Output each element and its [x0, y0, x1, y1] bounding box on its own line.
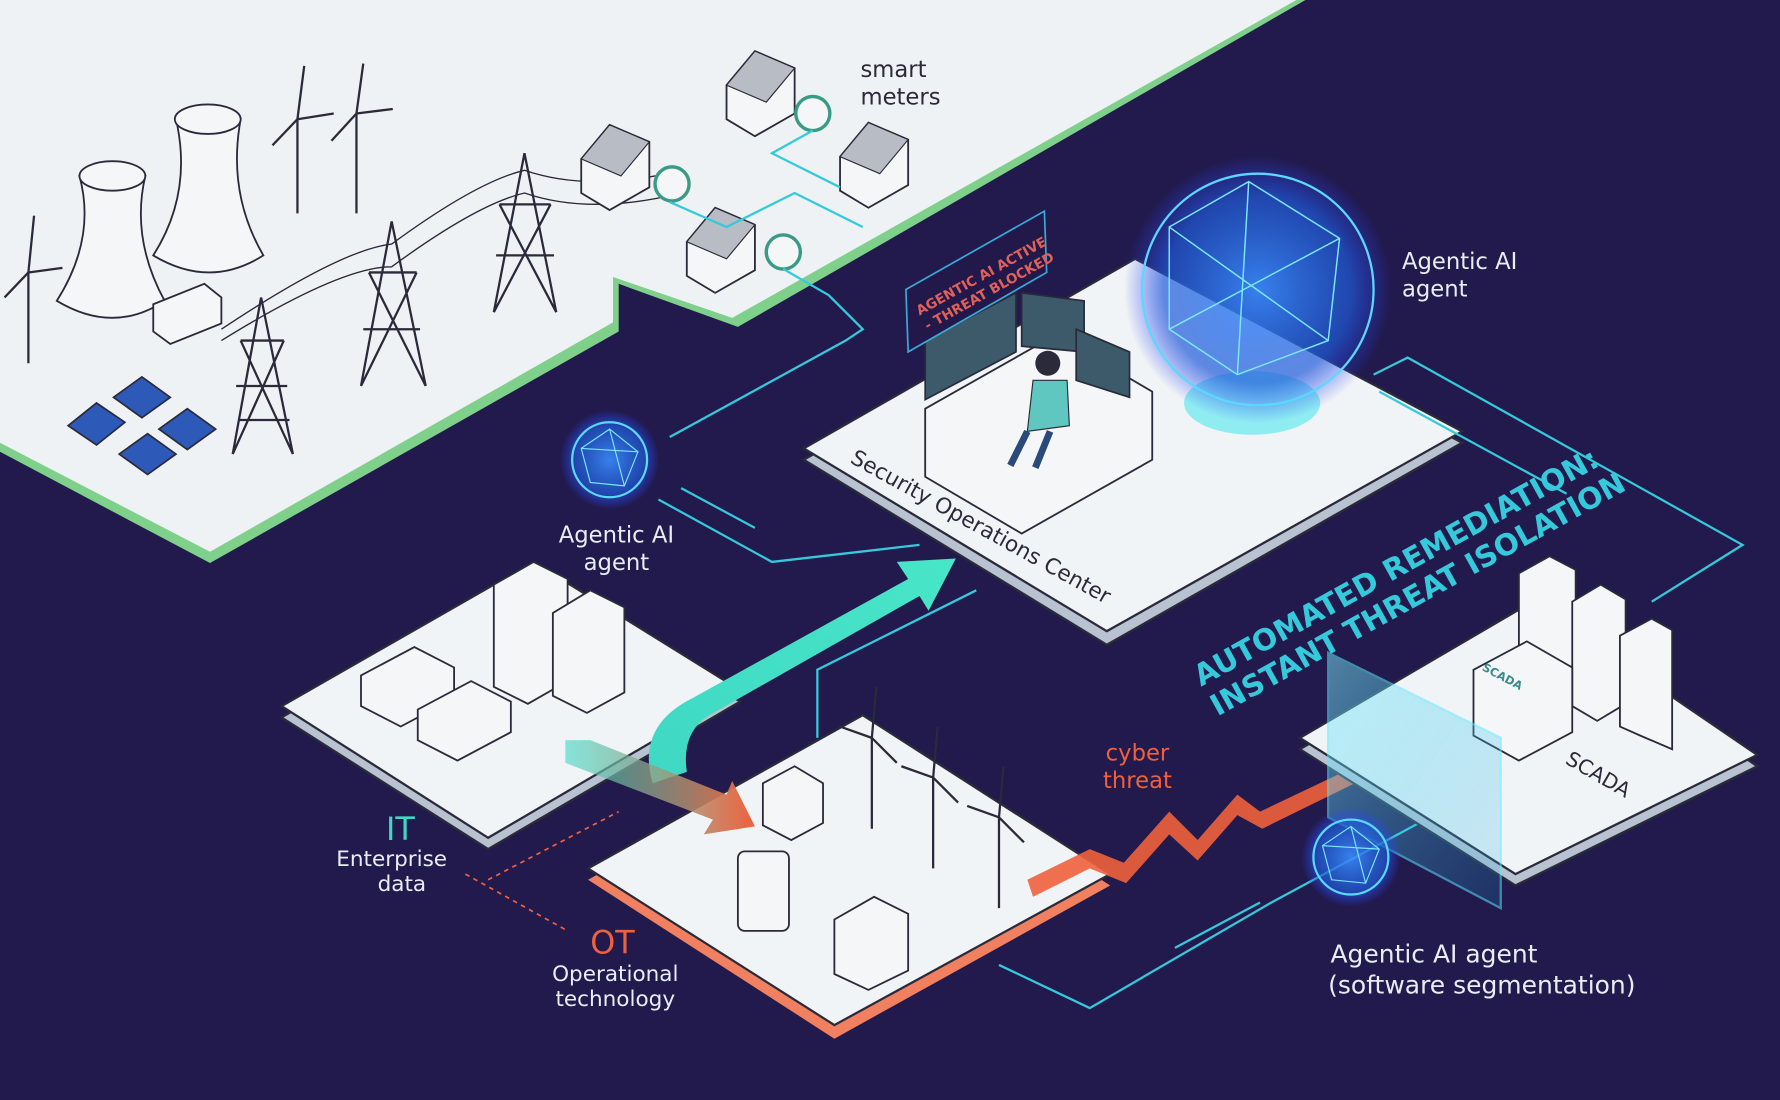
agent-segmentation-label: Agentic AI agent(software segmentation) [1328, 940, 1635, 1000]
transmission-towers [220, 153, 682, 455]
it-title: IT [386, 812, 415, 848]
it-servers [360, 560, 626, 762]
orange-flow-arrow [565, 740, 755, 835]
smart-meter-icons [653, 94, 832, 271]
agentic-ai-globe-segmentation: Agentic AI agent(software segmentation) [1300, 807, 1635, 1000]
scada-servers: SCADA [1472, 555, 1674, 762]
ot-platform [585, 686, 1113, 1039]
teal-flow-arrow [648, 558, 956, 784]
network-connections [613, 356, 1745, 1010]
it-ot-dashed-link [465, 810, 620, 932]
ot-title: OT [590, 926, 635, 962]
ot-wind-turbines [839, 686, 1025, 909]
solar-panels [66, 375, 218, 476]
soc-workstation [924, 291, 1154, 535]
smart-homes [580, 49, 910, 294]
data-flow-arrows [565, 558, 956, 835]
isolation-shield [1327, 650, 1502, 911]
cooling-towers [55, 103, 265, 345]
ot-equipment [736, 765, 910, 991]
wind-turbines [3, 63, 393, 364]
it-platform [279, 560, 743, 851]
